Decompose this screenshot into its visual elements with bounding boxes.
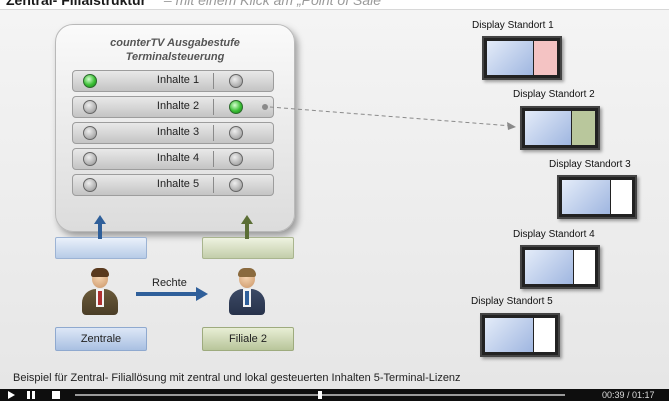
page-subtitle: – mit einem Klick am „Point of Sale“ xyxy=(163,0,386,8)
row-divider xyxy=(213,99,214,115)
content-row-label: Inhalte 5 xyxy=(156,178,200,190)
content-row-5[interactable]: Inhalte 5 xyxy=(72,174,274,196)
display-label-1: Display Standort 1 xyxy=(472,20,554,31)
display-screen-1 xyxy=(482,36,562,80)
left-led-icon xyxy=(83,178,97,192)
display-screen-2 xyxy=(520,106,600,150)
content-row-label: Inhalte 4 xyxy=(156,152,200,164)
page-title: Zentral- Filialstruktur xyxy=(6,0,147,8)
panel-title-line1: counterTV Ausgabestufe xyxy=(110,37,240,49)
play-icon[interactable] xyxy=(8,391,15,399)
zentrale-up-arrow-icon xyxy=(94,215,106,239)
display-accent-3 xyxy=(611,180,632,214)
stop-icon[interactable] xyxy=(52,391,60,399)
row-divider xyxy=(213,151,214,167)
right-led-icon xyxy=(229,100,243,114)
row-divider xyxy=(213,177,214,193)
connector-origin-dot xyxy=(262,104,268,110)
display-accent-2 xyxy=(572,111,595,145)
rights-arrow-icon xyxy=(136,287,208,301)
zentrale-input-box xyxy=(55,237,147,259)
display-accent-1 xyxy=(534,41,557,75)
display-screen-4 xyxy=(520,245,600,289)
display-label-3: Display Standort 3 xyxy=(549,159,631,170)
zentrale-person-icon xyxy=(80,268,120,316)
display-screen-3 xyxy=(557,175,637,219)
display-label-5: Display Standort 5 xyxy=(471,296,553,307)
content-row-3[interactable]: Inhalte 3 xyxy=(72,122,274,144)
display-label-2: Display Standort 2 xyxy=(513,89,595,100)
left-led-icon xyxy=(83,100,97,114)
content-row-label: Inhalte 2 xyxy=(156,100,200,112)
header-strip: Zentral- Filialstruktur – mit einem Klic… xyxy=(0,0,669,9)
seek-thumb[interactable] xyxy=(318,391,322,399)
filiale-up-arrow-icon xyxy=(241,215,253,239)
content-row-label: Inhalte 3 xyxy=(156,126,200,138)
video-player-bar: 00:39 / 01:17 xyxy=(0,389,669,401)
right-led-icon xyxy=(229,178,243,192)
slide-caption: Beispiel für Zentral- Filiallösung mit z… xyxy=(13,372,461,384)
filiale-person-icon xyxy=(227,268,267,316)
left-led-icon xyxy=(83,152,97,166)
row-divider xyxy=(213,125,214,141)
panel-title-line2: Terminalsteuerung xyxy=(125,51,225,63)
playback-time: 00:39 / 01:17 xyxy=(602,390,655,400)
right-led-icon xyxy=(229,152,243,166)
display-screen-5 xyxy=(480,313,560,357)
right-led-icon xyxy=(229,126,243,140)
zentrale-tag: Zentrale xyxy=(55,327,147,351)
display-accent-5 xyxy=(534,318,555,352)
filiale-input-box xyxy=(202,237,294,259)
filiale-tag: Filiale 2 xyxy=(202,327,294,351)
display-accent-4 xyxy=(574,250,595,284)
pause-icon[interactable] xyxy=(27,391,36,399)
content-row-2[interactable]: Inhalte 2 xyxy=(72,96,274,118)
content-row-1[interactable]: Inhalte 1 xyxy=(72,70,274,92)
content-row-label: Inhalte 1 xyxy=(156,74,200,86)
display-label-4: Display Standort 4 xyxy=(513,229,595,240)
left-led-icon xyxy=(83,126,97,140)
terminal-control-panel: counterTV Ausgabestufe Terminalsteuerung… xyxy=(55,24,295,232)
rights-label: Rechte xyxy=(152,277,187,289)
left-led-icon xyxy=(83,74,97,88)
right-led-icon xyxy=(229,74,243,88)
row-divider xyxy=(213,73,214,89)
content-row-4[interactable]: Inhalte 4 xyxy=(72,148,274,170)
